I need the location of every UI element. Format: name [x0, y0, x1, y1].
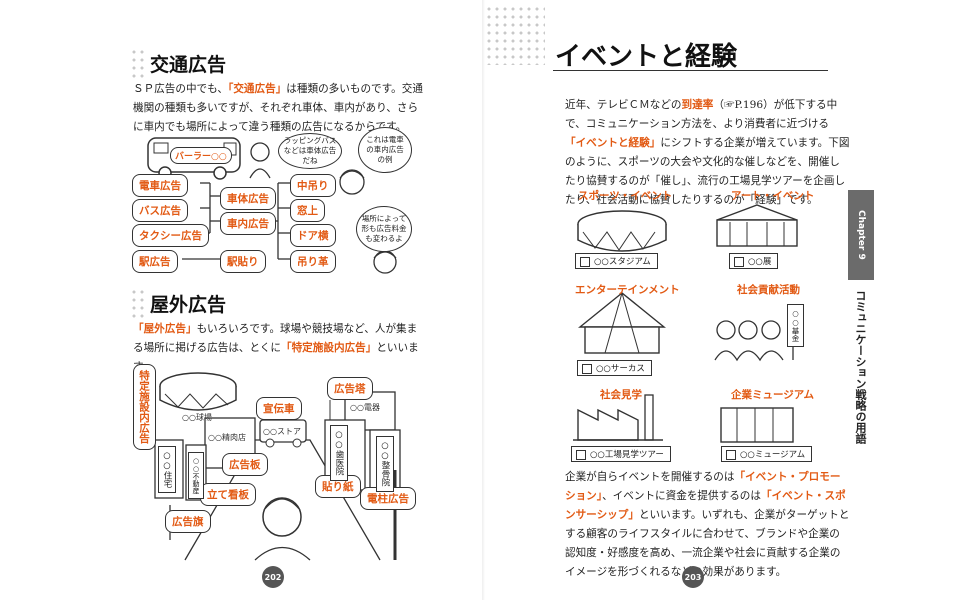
- page-number-left: 202: [262, 566, 284, 588]
- page-number-right: 203: [682, 566, 704, 588]
- page-title: イベントと経験: [555, 42, 738, 72]
- dot-pattern: [130, 48, 148, 78]
- social-fund-sign: ○○基金: [787, 304, 804, 347]
- caption-stadium: ○○球場: [182, 413, 212, 422]
- caption-store: ○○ストア: [263, 427, 301, 436]
- event-title-social: 社会貢献活動: [737, 284, 800, 296]
- label-bus-ad: バス広告: [132, 199, 188, 222]
- outro-paragraph: 企業が自らイベントを開催するのは「イベント・プロモーション」、イベントに資金を提…: [565, 471, 850, 578]
- caption-butcher: ○○精肉店: [208, 433, 246, 442]
- caption-dentist: ○○歯医院: [330, 425, 348, 481]
- section-title-transit: 交通広告: [150, 54, 227, 76]
- intro-paragraph: 近年、テレビＣＭなどの到達率（☞P.196）が低下する中で、コミュニケーション方…: [565, 99, 850, 206]
- label-body-ad: 車体広告: [220, 187, 276, 210]
- left-page: 交通広告 ＳＰ広告の中でも、「交通広告」は種類の多いものです。交通機関の種類も多…: [130, 48, 423, 588]
- street-illustration: [154, 372, 401, 561]
- label-standing-sign: 立て看板: [200, 483, 256, 506]
- outdoor-paragraph: 「屋外広告」もいろいろです。球場や競技場など、人が集まる場所に掲げる広告は、とく…: [133, 323, 419, 373]
- speech-bubble-train-ad: これは電車の車内広告の例: [358, 127, 412, 173]
- event-box-exhibition: ○○展: [729, 253, 779, 269]
- event-box-factory-tour: ○○工場見学ツアー: [571, 446, 671, 462]
- section-title-outdoor: 屋外広告: [150, 294, 227, 316]
- title-underline: [553, 70, 828, 71]
- label-ad-car: 宣伝車: [256, 397, 302, 420]
- event-title-entertainment: エンターテインメント: [575, 284, 680, 296]
- caption-electric: ○○電器: [350, 403, 380, 412]
- caption-housing: ○○住宅: [158, 446, 176, 493]
- label-taxi-ad: タクシー広告: [132, 224, 209, 247]
- event-box-stadium: ○○スタジアム: [575, 253, 658, 269]
- dot-pattern: [130, 288, 148, 318]
- caption-clinic: ○○整骨院: [376, 436, 394, 492]
- speech-bubble-price: 場所によって形も広告料金も変わるよ: [356, 206, 412, 252]
- label-billboard: 広告板: [222, 453, 268, 476]
- event-title-museum: 企業ミュージアム: [731, 389, 815, 401]
- label-ad-tower: 広告塔: [327, 377, 373, 400]
- right-page: イベントと経験 近年、テレビＣＭなどの到達率（☞P.196）が低下する中で、コミ…: [485, 0, 970, 600]
- label-station-poster: 駅貼り: [220, 250, 266, 273]
- dot-pattern: [485, 5, 545, 65]
- label-door-side: ドア横: [290, 224, 336, 247]
- transit-paragraph: ＳＰ広告の中でも、「交通広告」は種類の多いものです。交通機関の種類も多いですが、…: [133, 83, 423, 133]
- event-box-circus: ○○サーカス: [577, 360, 652, 376]
- chapter-title-vertical: コミュニケーション戦略の用語: [854, 290, 867, 444]
- event-title-sports: スポーツ・イベント: [578, 190, 673, 202]
- label-train-ad: 電車広告: [132, 174, 188, 197]
- bus-wrap-label: バーラー○○: [170, 147, 232, 164]
- label-pole-ad: 電柱広告: [360, 487, 416, 510]
- event-title-factory: 社会見学: [600, 389, 642, 401]
- caption-realestate: ○○不動産: [188, 452, 204, 499]
- event-illustrations: [573, 204, 798, 443]
- chapter-tab: Chapter 9: [848, 190, 874, 280]
- speech-bubble-wrap-bus: ラッピングバスなどは車体広告だね: [278, 133, 342, 169]
- label-facility-ad: 特定施設内広告: [133, 364, 156, 450]
- label-station-ad: 駅広告: [132, 250, 178, 273]
- label-poster: 貼り紙: [315, 475, 361, 498]
- label-ad-flag: 広告旗: [165, 510, 211, 533]
- event-title-art: アート・イベント: [731, 190, 815, 202]
- label-above-window: 窓上: [290, 199, 325, 222]
- label-interior-ad: 車内広告: [220, 212, 276, 235]
- label-hanging: 中吊り: [290, 174, 336, 197]
- event-box-museum: ○○ミュージアム: [721, 446, 813, 462]
- label-strap: 吊り革: [290, 250, 336, 273]
